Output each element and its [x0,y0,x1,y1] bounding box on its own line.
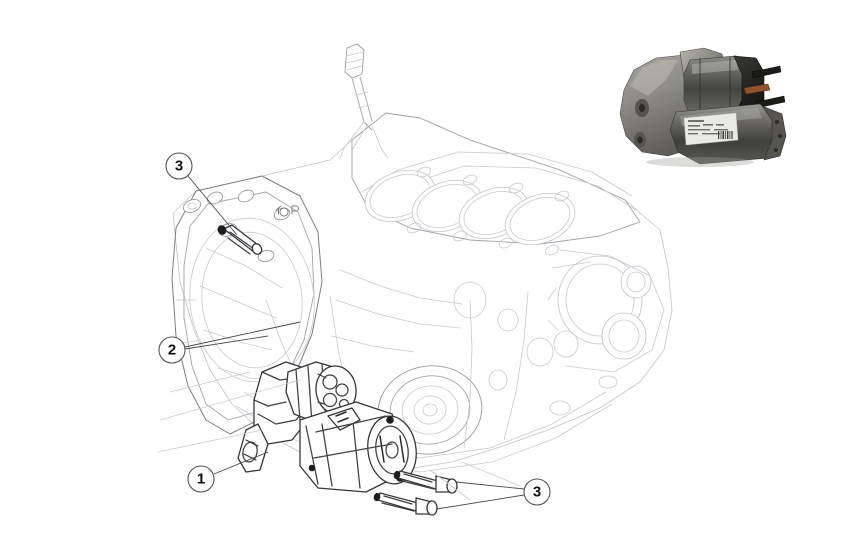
accessory-bosses [331,269,618,416]
label-print [688,120,728,135]
commutator-end-plate [761,105,787,161]
callout-3-lower-label: 3 [533,484,541,501]
photo-shadow [646,157,754,167]
terminal-stud-upper [751,65,782,79]
mounting-bolt-exploded-upper [393,470,458,494]
photo-content [619,47,787,167]
label-barcode [718,131,733,139]
mounting-bolt-exploded-lower [373,492,438,516]
callout-2-label: 2 [168,342,176,359]
callout-2[interactable]: 2 [158,336,186,364]
front-cover-detail [547,249,665,373]
starter-motor-assembly [237,361,417,493]
callout-bubbles: 1 2 3 3 [158,152,551,506]
mounting-bolt-installed [217,224,263,255]
callout-1-label: 1 [197,471,205,488]
dipstick-tube [339,43,389,159]
cylinder-bores [364,166,576,256]
end-plate-bolts [774,120,782,152]
barrel-highlight [692,60,738,74]
callout-3-upper[interactable]: 3 [165,152,193,180]
product-label [683,112,739,146]
construction-lines [157,299,521,501]
callout-3-upper-label: 3 [175,158,183,175]
housing-highlight [630,60,678,96]
leader-lines [184,175,525,510]
callout-3-lower[interactable]: 3 [523,478,551,506]
terminal-stud-copper [743,83,771,95]
callout-1[interactable]: 1 [187,465,215,493]
